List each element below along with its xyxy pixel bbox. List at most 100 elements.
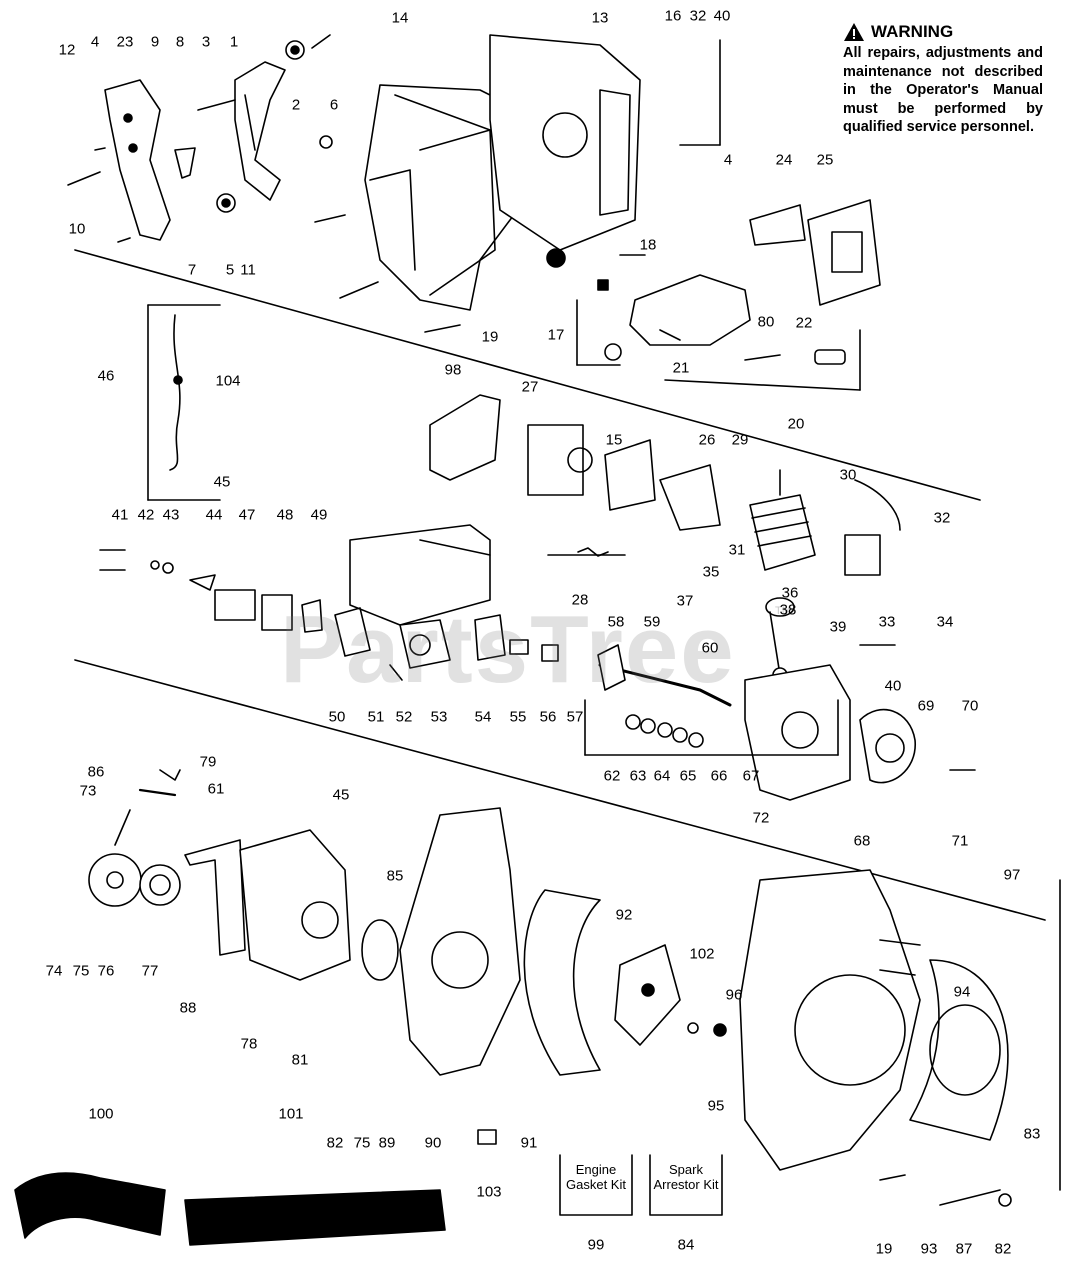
part-number-callout: 12: [58, 41, 76, 59]
part-number-callout: 6: [329, 96, 339, 114]
blower-housing: [361, 807, 727, 1145]
part-number-callout: 88: [179, 999, 197, 1017]
section-divider-line: [74, 249, 981, 501]
part-number-callout: 100: [88, 1105, 114, 1123]
part-number-callout: 28: [571, 591, 589, 609]
part-number-callout: 85: [386, 867, 404, 885]
part-number-callout: 80: [757, 313, 775, 331]
part-number-callout: 68: [853, 832, 871, 850]
part-number-callout: 11: [240, 261, 256, 279]
part-number-callout: 82: [326, 1134, 344, 1152]
part-number-callout: 97: [1003, 866, 1021, 884]
part-number-callout: 17: [547, 326, 565, 344]
fuel-tank-assembly: [604, 199, 881, 365]
part-number-callout: 95: [707, 1097, 725, 1115]
part-number-callout: 40: [884, 677, 902, 695]
air-filter-box: [349, 394, 721, 626]
part-number-callout: 60: [701, 639, 719, 657]
part-number-callout: 57: [566, 708, 584, 726]
watermark-text: PartsTree: [280, 596, 736, 703]
part-number-callout: 59: [643, 613, 661, 631]
part-number-callout: 30: [839, 466, 857, 484]
part-number-callout: 44: [205, 506, 223, 524]
part-number-callout: 104: [215, 372, 241, 390]
part-number-callout: 14: [391, 9, 409, 27]
part-number-callout: 21: [672, 359, 690, 377]
part-number-callout: 32: [689, 7, 707, 25]
part-number-callout: 75: [72, 962, 90, 980]
part-number-callout: 35: [702, 563, 720, 581]
part-number-callout: 19: [481, 328, 499, 346]
part-number-callout: 4: [90, 33, 100, 51]
part-number-callout: 98: [444, 361, 462, 379]
part-number-callout: 48: [276, 506, 294, 524]
part-number-callout: 23: [116, 33, 134, 51]
part-number-callout: 94: [953, 983, 971, 1001]
trademark-symbol: TM: [775, 605, 791, 617]
part-number-callout: 76: [97, 962, 115, 980]
part-number-callout: 46: [97, 367, 115, 385]
part-number-callout: 42: [137, 506, 155, 524]
part-number-callout: 4: [723, 151, 733, 169]
part-number-callout: 72: [752, 809, 770, 827]
part-number-callout: 13: [591, 9, 609, 27]
part-number-callout: 55: [509, 708, 527, 726]
part-number-callout: 7: [187, 261, 197, 279]
part-number-callout: 77: [141, 962, 159, 980]
part-number-callout: 3: [201, 33, 211, 51]
kit-label: Engine Gasket Kit: [566, 1162, 626, 1192]
part-number-callout: 45: [332, 786, 350, 804]
part-number-callout: 18: [639, 236, 657, 254]
part-number-callout: 39: [829, 618, 847, 636]
warning-heading: WARNING: [871, 22, 954, 41]
warning-header: WARNING: [843, 22, 1043, 42]
part-number-callout: 10: [68, 220, 86, 238]
part-number-callout: 9: [150, 33, 160, 51]
part-number-callout: 82: [994, 1240, 1012, 1258]
kit-number: 99: [587, 1236, 605, 1254]
part-number-callout: 61: [207, 780, 225, 798]
kit-number: 84: [677, 1236, 695, 1254]
rear-fan-housing: [739, 869, 1061, 1207]
part-number-callout: 70: [961, 697, 979, 715]
kit-label: Spark Arrestor Kit: [653, 1162, 719, 1192]
part-number-callout: 22: [795, 314, 813, 332]
warning-text: All repairs, adjustments and maintenance…: [843, 45, 1043, 135]
part-number-callout: 2: [291, 96, 301, 114]
part-number-callout: 15: [605, 431, 623, 449]
part-number-callout: 27: [521, 378, 539, 396]
part-number-callout: 56: [539, 708, 557, 726]
part-number-callout: 79: [199, 753, 217, 771]
part-number-callout: 67: [742, 767, 760, 785]
part-number-callout: 66: [710, 767, 728, 785]
part-number-callout: 16: [664, 7, 682, 25]
part-number-callout: 50: [328, 708, 346, 726]
part-number-callout: 33: [878, 613, 896, 631]
part-number-callout: 81: [291, 1051, 309, 1069]
part-number-callout: 41: [111, 506, 129, 524]
engine-housing: [314, 34, 641, 333]
part-number-callout: 34: [936, 613, 954, 631]
carburetor-assembly: [99, 547, 626, 681]
part-number-callout: 40: [713, 7, 731, 25]
part-number-callout: 74: [45, 962, 63, 980]
part-number-callout: 103: [476, 1183, 502, 1201]
part-number-callout: 19: [875, 1240, 893, 1258]
part-number-callout: 92: [615, 906, 633, 924]
part-number-callout: 90: [424, 1134, 442, 1152]
part-number-callout: 43: [162, 506, 180, 524]
part-number-callout: 31: [728, 541, 746, 559]
leader-lines: [576, 39, 896, 646]
part-number-callout: 5: [225, 261, 235, 279]
crankcase-assembly: [584, 644, 976, 801]
part-number-callout: 73: [79, 782, 97, 800]
part-number-callout: 91: [520, 1134, 538, 1152]
part-number-callout: 38: [779, 601, 797, 619]
part-number-callout: 86: [87, 763, 105, 781]
part-number-callout: 64: [653, 767, 671, 785]
part-number-callout: 102: [689, 945, 715, 963]
part-number-callout: 65: [679, 767, 697, 785]
part-number-callout: 51: [367, 708, 385, 726]
